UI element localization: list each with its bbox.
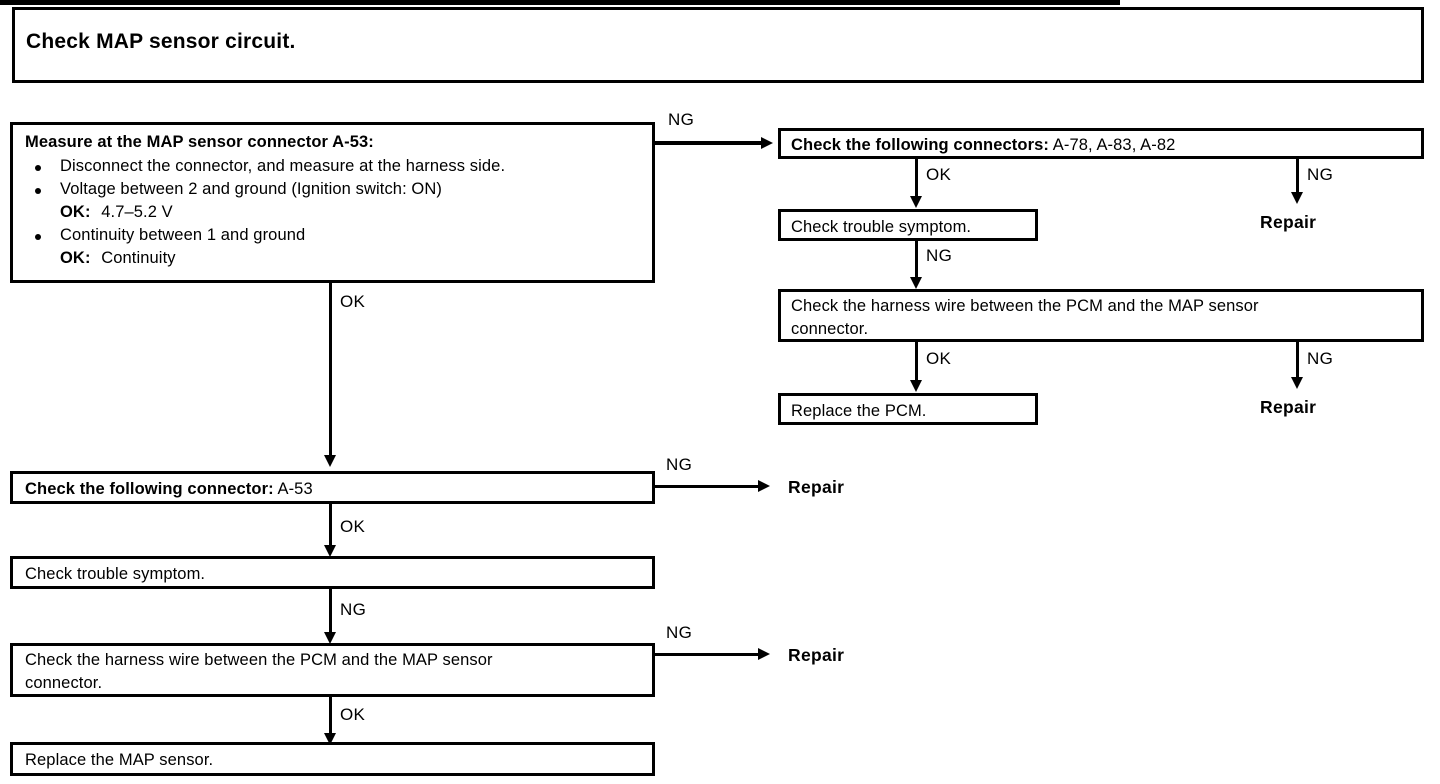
bullet-marker (35, 188, 41, 194)
arrowhead-down-icon (910, 380, 922, 392)
right-repair-top: Repair (1260, 212, 1317, 232)
edge-label-ng: NG (666, 455, 693, 474)
edge-ok-harness-to-replace (915, 342, 918, 385)
measure-bullet-2: Voltage between 2 and ground (Ignition s… (60, 180, 442, 198)
page-top-rule (0, 0, 1120, 5)
arrowhead-right-icon (758, 480, 770, 492)
ok-label: OK: (60, 249, 91, 267)
left-replace-map-sensor-label: Replace the MAP sensor. (25, 751, 214, 769)
edge-label-ng: NG (666, 623, 693, 642)
measure-bullet-3-ok: OK: Continuity (60, 247, 176, 270)
arrowhead-down-icon (910, 277, 922, 289)
edge-label-ng: NG (668, 110, 695, 129)
arrowhead-down-icon (1291, 377, 1303, 389)
left-connector-value: A-53 (273, 480, 313, 498)
edge-ng-connectors-to-repair (1296, 159, 1299, 195)
right-harness-line-1: Check the harness wire between the PCM a… (791, 297, 1259, 315)
left-trouble-label: Check trouble symptom. (25, 565, 206, 583)
edge-label-ok: OK (340, 292, 366, 311)
edge-label-ok: OK (926, 349, 952, 368)
left-harness-box: Check the harness wire between the PCM a… (10, 643, 655, 697)
edge-ok-measure-down (329, 283, 332, 458)
left-connector-box: Check the following connector: A-53 (10, 471, 655, 504)
right-repair-bottom: Repair (1260, 397, 1317, 417)
right-harness-line-2: connector. (791, 320, 869, 338)
edge-ng-trouble-to-harness-left (329, 589, 332, 637)
arrowhead-right-icon (761, 137, 773, 149)
arrowhead-right-icon (758, 648, 770, 660)
arrowhead-down-icon (324, 455, 336, 467)
edge-label-ok: OK (340, 517, 366, 536)
edge-label-ng: NG (926, 246, 953, 265)
edge-ng-connector-to-repair-left (655, 485, 763, 488)
arrowhead-down-icon (324, 632, 336, 644)
edge-ng-harness-to-repair-left (655, 653, 763, 656)
arrowhead-down-icon (910, 196, 922, 208)
edge-ok-harness-to-replace-left (329, 697, 332, 740)
edge-label-ok: OK (926, 165, 952, 184)
right-trouble-box: Check trouble symptom. (778, 209, 1038, 241)
edge-ng-harness-to-repair (1296, 342, 1299, 380)
page-title: Check MAP sensor circuit. (26, 30, 296, 53)
measure-bullet-1: Disconnect the connector, and measure at… (60, 157, 506, 175)
measure-bullet-3: Continuity between 1 and ground (60, 226, 306, 244)
arrowhead-down-icon (324, 545, 336, 557)
bullet-marker (35, 234, 41, 240)
left-harness-line-1: Check the harness wire between the PCM a… (25, 651, 493, 669)
left-trouble-box: Check trouble symptom. (10, 556, 655, 589)
edge-ok-connectors-to-trouble (915, 159, 918, 199)
edge-label-ng: NG (340, 600, 367, 619)
edge-ng-measure-to-connectors (655, 141, 763, 145)
measure-box: Measure at the MAP sensor connector A-53… (10, 122, 655, 283)
arrowhead-down-icon (1291, 192, 1303, 204)
right-replace-pcm-box: Replace the PCM. (778, 393, 1038, 425)
title-box: Check MAP sensor circuit. (12, 7, 1424, 83)
left-repair-connector: Repair (788, 477, 845, 497)
right-replace-pcm-label: Replace the PCM. (791, 402, 927, 420)
bullet-marker (35, 165, 41, 171)
edge-label-ok: OK (340, 705, 366, 724)
right-connectors-box: Check the following connectors: A-78, A-… (778, 128, 1424, 159)
measure-bullet-2-ok: OK: 4.7–5.2 V (60, 201, 173, 224)
left-harness-line-2: connector. (25, 674, 103, 692)
right-harness-box: Check the harness wire between the PCM a… (778, 289, 1424, 342)
ok-value: Continuity (101, 249, 176, 267)
left-replace-map-sensor-box: Replace the MAP sensor. (10, 742, 655, 776)
edge-label-ng: NG (1307, 165, 1334, 184)
measure-heading: Measure at the MAP sensor connector A-53… (25, 133, 374, 151)
right-trouble-label: Check trouble symptom. (791, 218, 972, 236)
left-connector-label: Check the following connector: (25, 480, 274, 498)
right-connectors-label: Check the following connectors: (791, 136, 1049, 154)
edge-ng-trouble-to-harness (915, 241, 918, 281)
edge-label-ng: NG (1307, 349, 1334, 368)
right-connectors-values: A-78, A-83, A-82 (1048, 136, 1176, 154)
left-repair-harness: Repair (788, 645, 845, 665)
ok-label: OK: (60, 203, 91, 221)
ok-value: 4.7–5.2 V (101, 203, 173, 221)
edge-ok-connector-to-trouble-left (329, 504, 332, 552)
